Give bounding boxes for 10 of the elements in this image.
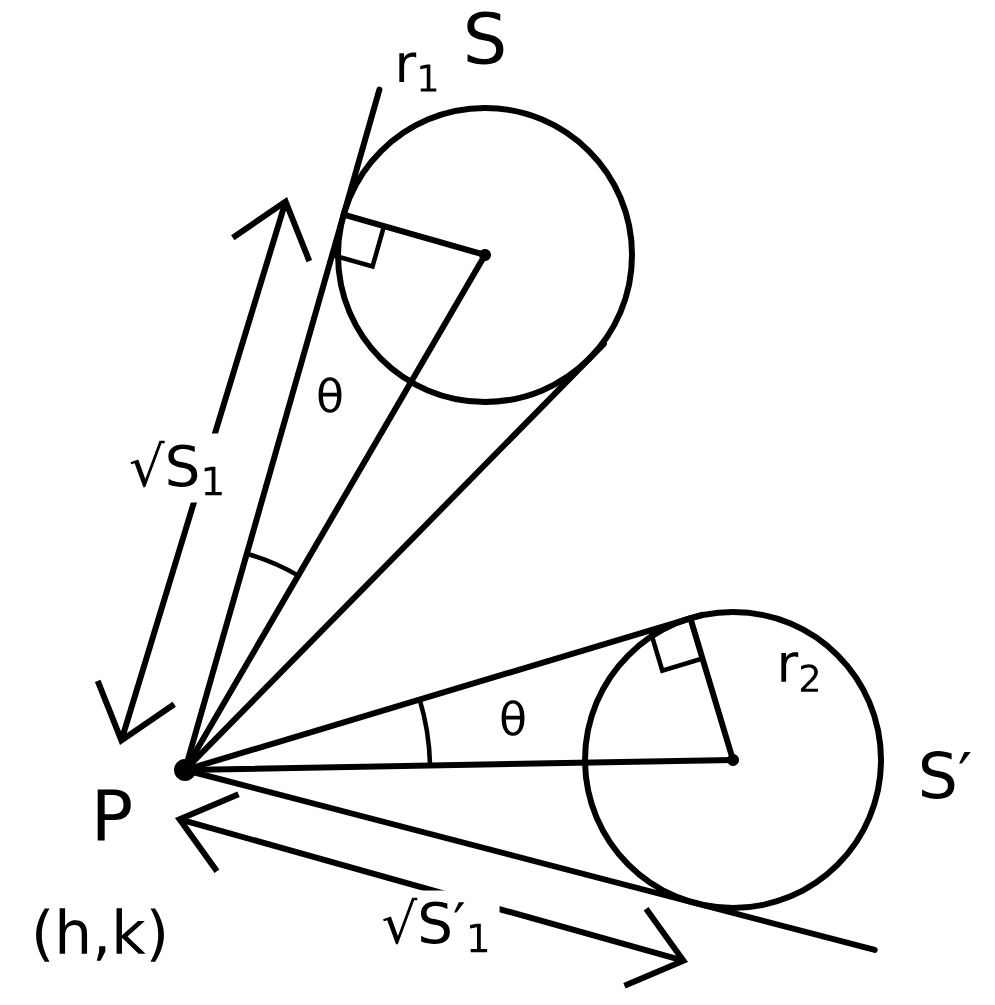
math-label: S′ xyxy=(921,751,971,799)
math-label: P xyxy=(97,789,131,841)
math-label: √S$_{1}$ xyxy=(121,433,235,503)
math-label: θ xyxy=(501,700,525,736)
math-label: r$_{2}$ xyxy=(781,652,818,692)
math-label: (h,k) xyxy=(36,908,164,962)
math-label: S xyxy=(467,11,504,65)
math-label: r$_{1}$ xyxy=(399,52,437,92)
math-label: √S′$_{1}$ xyxy=(374,890,500,960)
math-label: θ xyxy=(318,377,342,413)
